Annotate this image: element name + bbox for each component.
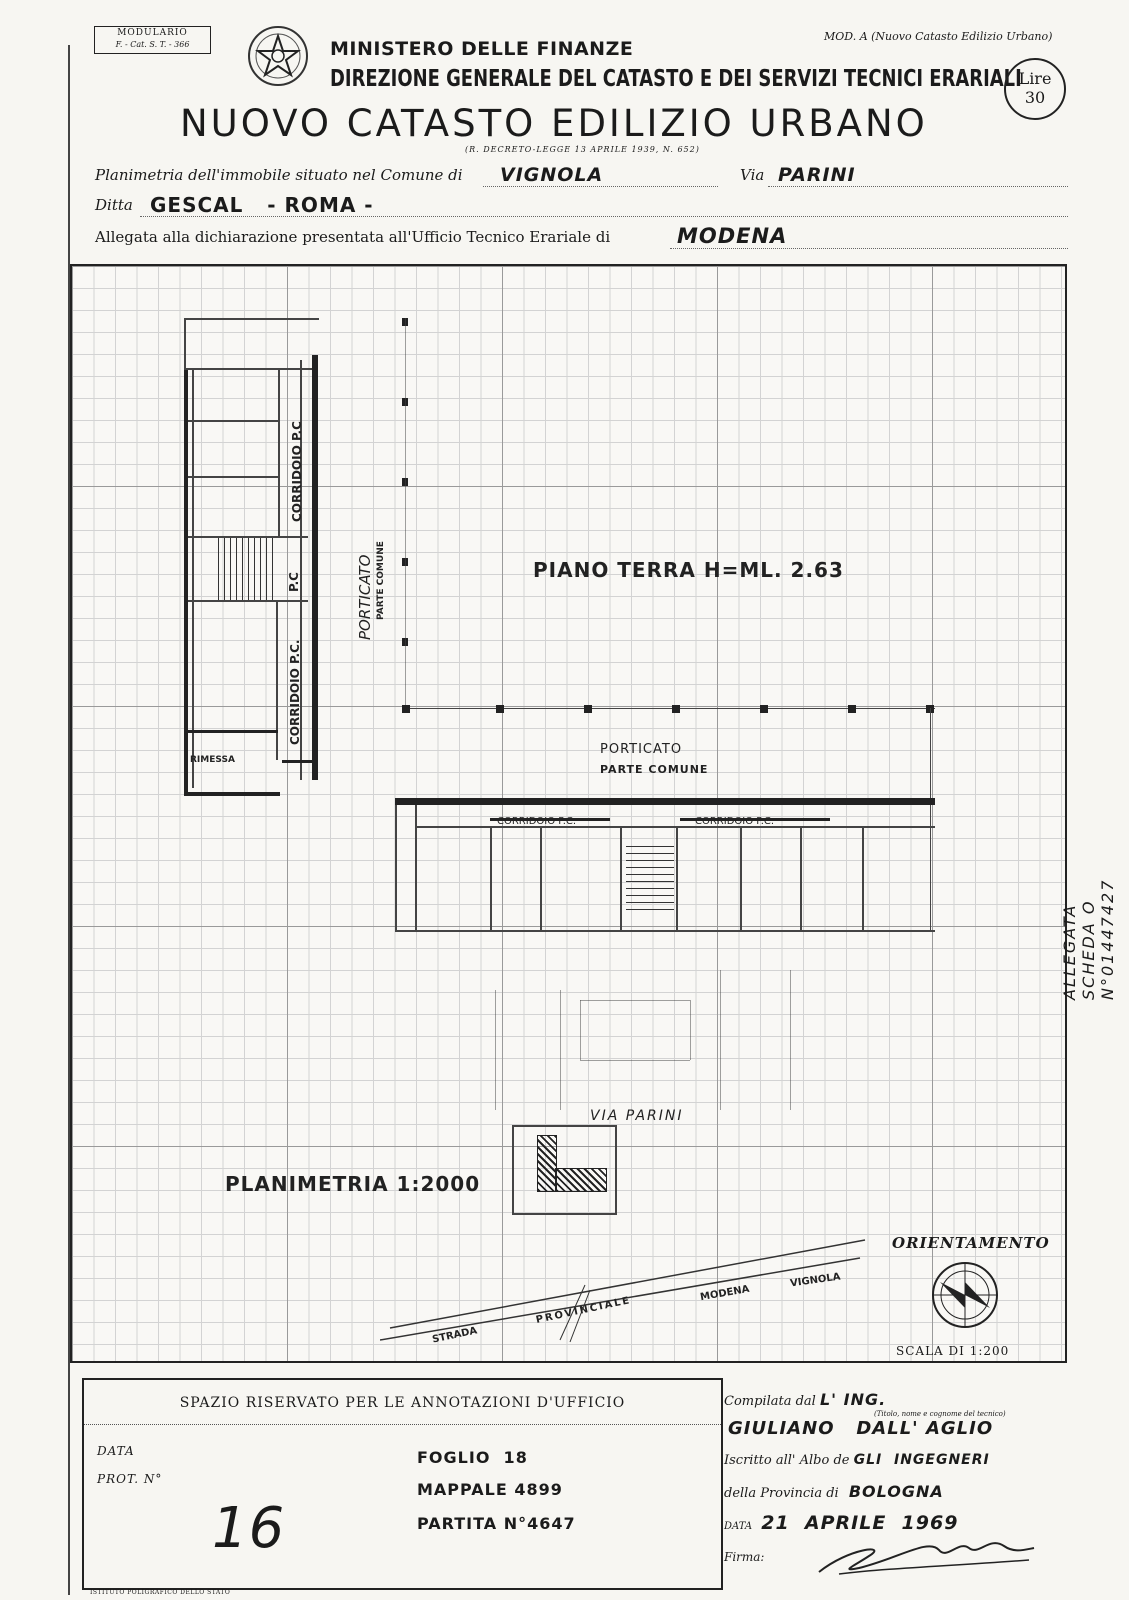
mappale-value: MAPPALE 4899	[417, 1480, 563, 1499]
signature	[809, 1528, 1039, 1580]
ufficio-value: MODENA	[677, 224, 788, 248]
orientamento-label: ORIENTAMENTO	[892, 1234, 1050, 1252]
piano-terra-label: PIANO TERRA H=ML. 2.63	[533, 558, 844, 582]
compass-rose-icon	[930, 1260, 1000, 1330]
price-value: 30	[1024, 88, 1046, 107]
planimetria-scale-label: PLANIMETRIA 1:2000	[225, 1172, 481, 1196]
left-margin-rule	[68, 45, 70, 1595]
porticato-vertical: PORTICATO	[356, 554, 374, 640]
compiler-data-label: DATA	[724, 1521, 753, 1532]
via-parini-label: VIA PARINI	[590, 1108, 684, 1124]
compiler-date: 21 APRILE 1969	[761, 1512, 959, 1534]
prot-label: PROT. N°	[97, 1472, 163, 1486]
modulario-stamp: MODULARIO F. - Cat. S. T. - 366	[94, 26, 211, 54]
corridoio-vertical-top: CORRIDOIO P.C	[290, 421, 304, 522]
stamp-line1: MODULARIO	[117, 28, 188, 38]
porticato-horizontal: PORTICATO	[600, 742, 683, 757]
side-note: ALLEGATA SCHEDA O N°01447427	[1060, 878, 1117, 1000]
annotation-box: SPAZIO RISERVATO PER LE ANNOTAZIONI D'UF…	[82, 1378, 723, 1590]
pc-vertical: P.C	[287, 572, 301, 592]
prot-number: 16	[212, 1496, 286, 1561]
footer-imprint: ISTITUTO POLIGRAFICO DELLO STATO	[90, 1589, 231, 1596]
planimetria-label: Planimetria dell'immobile situato nel Co…	[95, 166, 463, 184]
parte-comune-vertical: PARTE COMUNE	[376, 541, 386, 620]
corridoio-vertical-lower: CORRIDOIO P.C.	[288, 639, 302, 745]
data-label: DATA	[97, 1444, 135, 1458]
ditta-label: Ditta	[95, 196, 133, 214]
compilata-label: Compilata dal	[724, 1394, 816, 1409]
corridoio-left: CORRIDOIO P.C.	[497, 816, 577, 827]
allegata-label: Allegata alla dichiarazione presentata a…	[95, 228, 611, 246]
compiler-hint: (Titolo, nome e cognome del tecnico)	[874, 1410, 1006, 1418]
decree-reference: (R. DECRETO-LEGGE 13 APRILE 1939, N. 652…	[465, 145, 700, 154]
albo-value: GLI INGEGNERI	[853, 1452, 990, 1468]
document-title: NUOVO CATASTO EDILIZIO URBANO	[180, 102, 928, 145]
provincia-value: BOLOGNA	[848, 1482, 944, 1501]
scala-label: SCALA DI 1:200	[896, 1344, 1010, 1358]
directorate-title: DIREZIONE GENERALE DEL CATASTO E DEI SER…	[330, 66, 1022, 92]
foglio-value: FOGLIO 18	[417, 1448, 528, 1467]
firma-label: Firma:	[724, 1550, 765, 1564]
ministry-title: MINISTERO DELLE FINANZE	[330, 38, 634, 60]
compiler-box: Compilata dal L' ING. (Titolo, nome e co…	[724, 1378, 1069, 1586]
ditta-value: GESCAL - ROMA -	[150, 193, 374, 217]
republic-emblem	[246, 24, 310, 88]
compiler-title: L' ING.	[819, 1390, 887, 1409]
iscritto-label: Iscritto all' Albo de	[724, 1453, 850, 1468]
partita-value: PARTITA N°4647	[417, 1514, 576, 1533]
price-label: Lire	[1018, 69, 1052, 88]
corridoio-right: CORRIDOIO P.C.	[695, 816, 775, 827]
model-label: MOD. A (Nuovo Catasto Edilizio Urbano)	[824, 30, 1053, 43]
comune-value: VIGNOLA	[500, 164, 604, 186]
plan-grid	[70, 264, 1067, 1363]
provincia-label: della Provincia di	[724, 1486, 839, 1501]
compiler-name: GIULIANO DALL' AGLIO	[728, 1418, 994, 1439]
stamp-line2: F. - Cat. S. T. - 366	[115, 40, 190, 49]
parte-comune-horizontal: PARTE COMUNE	[600, 763, 709, 776]
annotation-heading: SPAZIO RISERVATO PER LE ANNOTAZIONI D'UF…	[179, 1395, 626, 1411]
rimessa-label: RIMESSA	[190, 755, 235, 765]
via-value: PARINI	[778, 164, 856, 186]
via-label: Via	[740, 166, 765, 184]
price-badge: Lire 30	[1004, 58, 1066, 120]
